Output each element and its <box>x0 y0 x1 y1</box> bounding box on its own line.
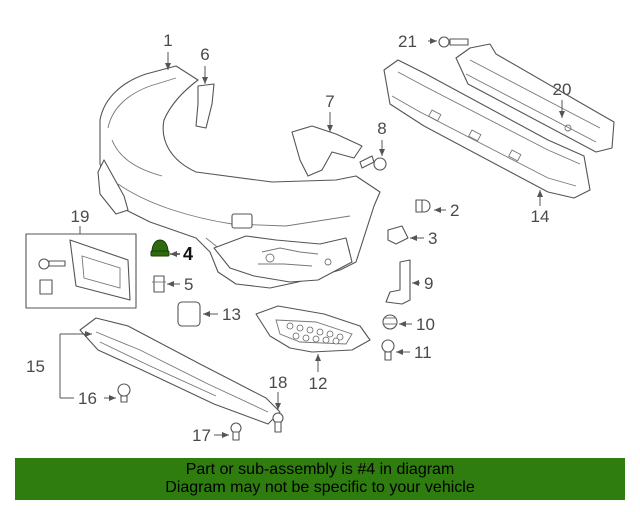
bumper-reinforcement <box>383 59 591 199</box>
callout-19: 19 <box>71 207 90 226</box>
banner-line-2: Diagram may not be specific to your vehi… <box>165 479 475 496</box>
license-bracket-box <box>25 233 137 309</box>
leader-lines <box>59 38 565 438</box>
lower-grille <box>255 305 371 353</box>
callout-8: 8 <box>377 119 386 138</box>
highlighted-part-4 <box>150 239 170 257</box>
callout-20: 20 <box>553 80 572 99</box>
clip-5 <box>152 275 166 293</box>
callout-11: 11 <box>414 343 432 362</box>
callout-2: 2 <box>450 201 459 220</box>
clip-11 <box>381 339 395 361</box>
callout-3: 3 <box>428 229 437 248</box>
callout-5: 5 <box>184 275 193 294</box>
side-bracket <box>291 125 363 177</box>
callout-16: 16 <box>78 389 97 408</box>
callout-21: 21 <box>398 32 417 51</box>
callout-9: 9 <box>424 274 433 293</box>
retainer-3 <box>387 225 409 245</box>
callout-4: 4 <box>183 244 193 264</box>
bracket-9 <box>385 259 411 305</box>
bolt-8 <box>359 155 387 171</box>
bumper-cover <box>97 65 381 289</box>
banner-line-1: Part or sub-assembly is #4 in diagram <box>185 461 455 478</box>
callout-6: 6 <box>200 45 209 64</box>
callout-13: 13 <box>222 305 241 324</box>
info-banner: Part or sub-assembly is #4 in diagram Di… <box>15 458 625 500</box>
bolt-17 <box>230 422 242 441</box>
callout-15: 15 <box>26 357 45 376</box>
bolt-21 <box>438 36 469 48</box>
callout-17: 17 <box>192 426 211 445</box>
callout-7: 7 <box>325 92 334 111</box>
bolt-18 <box>272 412 284 433</box>
callout-1: 1 <box>163 31 172 50</box>
tow-hook-cap <box>177 301 201 327</box>
clip-10 <box>382 314 398 330</box>
lower-absorber <box>79 317 281 425</box>
callout-18: 18 <box>269 373 288 392</box>
absorber-beam <box>455 43 615 153</box>
callout-10: 10 <box>416 315 435 334</box>
clip-16 <box>117 383 131 403</box>
reinforcement-strip <box>195 83 215 129</box>
callout-12: 12 <box>309 374 328 393</box>
screw-2 <box>415 199 431 213</box>
callout-14: 14 <box>531 207 550 226</box>
